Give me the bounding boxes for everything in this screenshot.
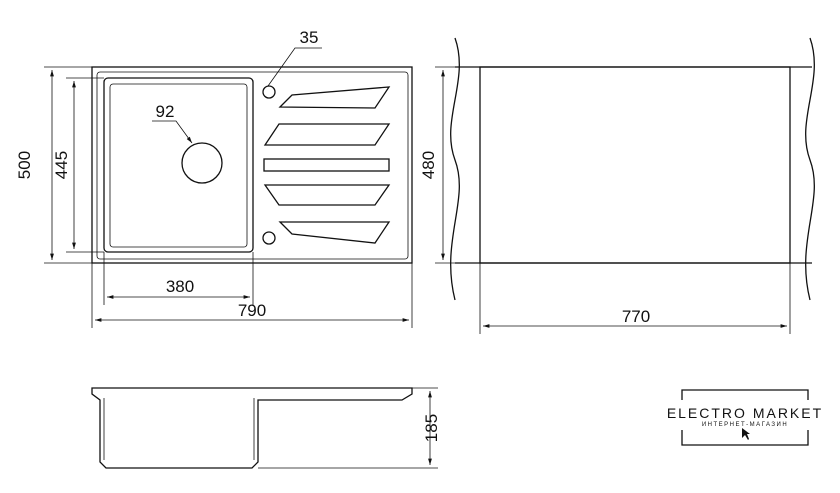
dim-770: 770 (622, 307, 650, 326)
dimension-lines (44, 47, 413, 328)
drain-circle (181, 142, 223, 184)
dim-445: 445 (52, 151, 71, 179)
dim-185: 185 (422, 414, 441, 442)
cabinet-view (435, 37, 815, 334)
dim-35: 35 (300, 28, 319, 47)
svg-text:ИНТЕРНЕТ-МАГАЗИН: ИНТЕРНЕТ-МАГАЗИН (702, 422, 788, 428)
dim-92: 92 (156, 102, 175, 121)
electro-market-logo: ELECTRO MARKET ИНТЕРНЕТ-МАГАЗИН (667, 389, 823, 446)
side-view (91, 387, 438, 469)
svg-text:ELECTRO MARKET: ELECTRO MARKET (667, 405, 823, 421)
dim-480: 480 (419, 151, 438, 179)
dim-790: 790 (238, 301, 266, 320)
dim-380: 380 (166, 277, 194, 296)
dim-500: 500 (15, 151, 34, 179)
top-view (91, 66, 413, 264)
cursor-icon (742, 428, 750, 440)
